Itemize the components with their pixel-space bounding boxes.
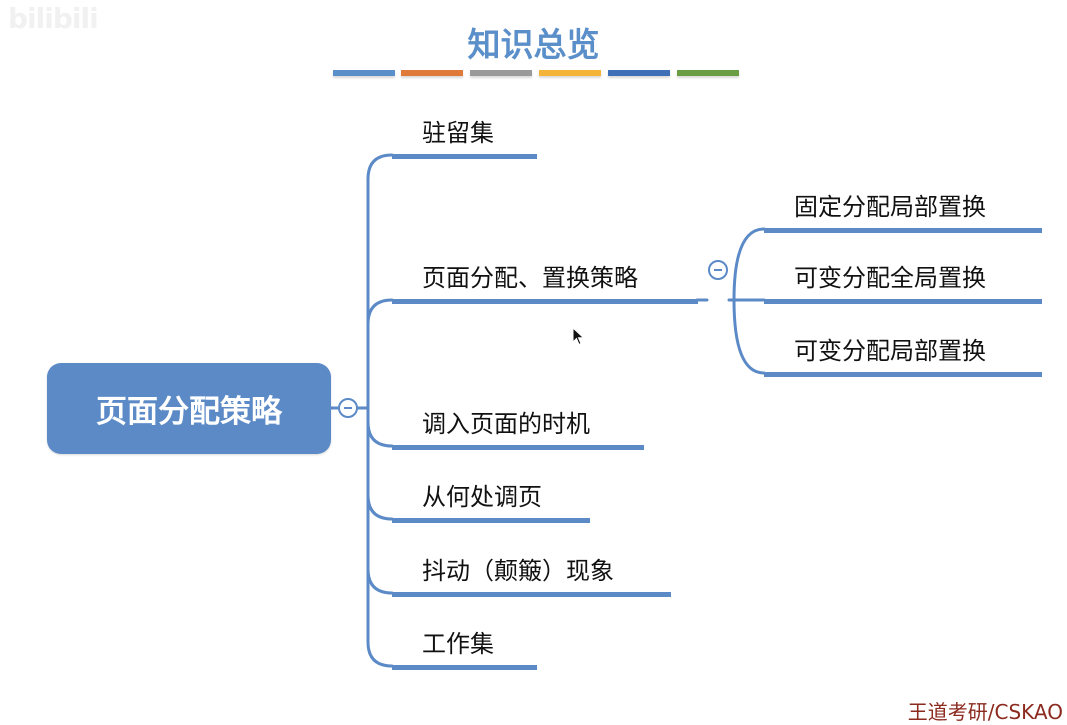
connector-branch-5 bbox=[366, 567, 394, 595]
branch-node-working-set[interactable]: 工作集 bbox=[392, 611, 537, 670]
sub-branch-underline bbox=[764, 228, 1042, 233]
sub-branch-underline bbox=[764, 372, 1042, 377]
branch-label: 调入页面的时机 bbox=[422, 410, 590, 438]
branch-underline bbox=[392, 299, 698, 304]
connector-sub-3 bbox=[732, 298, 766, 375]
connector-branch-4 bbox=[366, 493, 394, 521]
branch-label: 页面分配、置换策略 bbox=[422, 264, 638, 292]
mouse-cursor-icon bbox=[572, 327, 585, 346]
title-bar-3 bbox=[470, 70, 532, 76]
branch-node-page-source[interactable]: 从何处调页 bbox=[392, 464, 590, 523]
root-node[interactable]: 页面分配策略 bbox=[47, 363, 331, 454]
connector-sub-1 bbox=[732, 227, 766, 302]
sub-node-variable-local[interactable]: 可变分配局部置换 bbox=[764, 318, 1042, 377]
sub-branch-underline bbox=[764, 299, 1042, 304]
branch-node-thrashing[interactable]: 抖动（颠簸）现象 bbox=[392, 538, 671, 597]
branch-underline bbox=[392, 665, 537, 670]
branch-underline bbox=[392, 518, 590, 523]
branch-label: 驻留集 bbox=[422, 119, 494, 147]
bilibili-watermark: bilibili bbox=[8, 2, 99, 35]
sub-branch-label: 可变分配全局置换 bbox=[794, 264, 986, 292]
footer-credit: 王道考研/CSKAO bbox=[907, 700, 1063, 724]
title-bar-2 bbox=[401, 70, 463, 76]
branch-label: 从何处调页 bbox=[422, 483, 542, 511]
connector-trunk bbox=[366, 153, 394, 668]
branch-underline bbox=[392, 592, 671, 597]
sub-node-variable-global[interactable]: 可变分配全局置换 bbox=[764, 245, 1042, 304]
sub-branch-label: 固定分配局部置换 bbox=[794, 193, 986, 221]
branch-label: 抖动（颠簸）现象 bbox=[422, 557, 614, 585]
title-bar-4 bbox=[539, 70, 601, 76]
title-bar-5 bbox=[608, 70, 670, 76]
collapse-button-branch[interactable] bbox=[708, 260, 728, 280]
sub-node-fixed-local[interactable]: 固定分配局部置换 bbox=[764, 174, 1042, 233]
connector-branch-2 bbox=[366, 298, 394, 326]
title-bar-1 bbox=[333, 70, 395, 76]
title-bar-6 bbox=[677, 70, 739, 76]
sub-branch-label: 可变分配局部置换 bbox=[794, 337, 986, 365]
connector-branch-3 bbox=[366, 420, 394, 448]
collapse-button-root[interactable] bbox=[338, 398, 358, 418]
branch-node-load-timing[interactable]: 调入页面的时机 bbox=[392, 391, 644, 450]
branch-label: 工作集 bbox=[422, 630, 494, 658]
branch-node-allocation-replacement[interactable]: 页面分配、置换策略 bbox=[392, 245, 698, 304]
branch-node-resident-set[interactable]: 驻留集 bbox=[392, 100, 537, 159]
page-title: 知识总览 bbox=[467, 25, 600, 64]
branch-underline bbox=[392, 445, 644, 450]
branch-underline bbox=[392, 154, 537, 159]
